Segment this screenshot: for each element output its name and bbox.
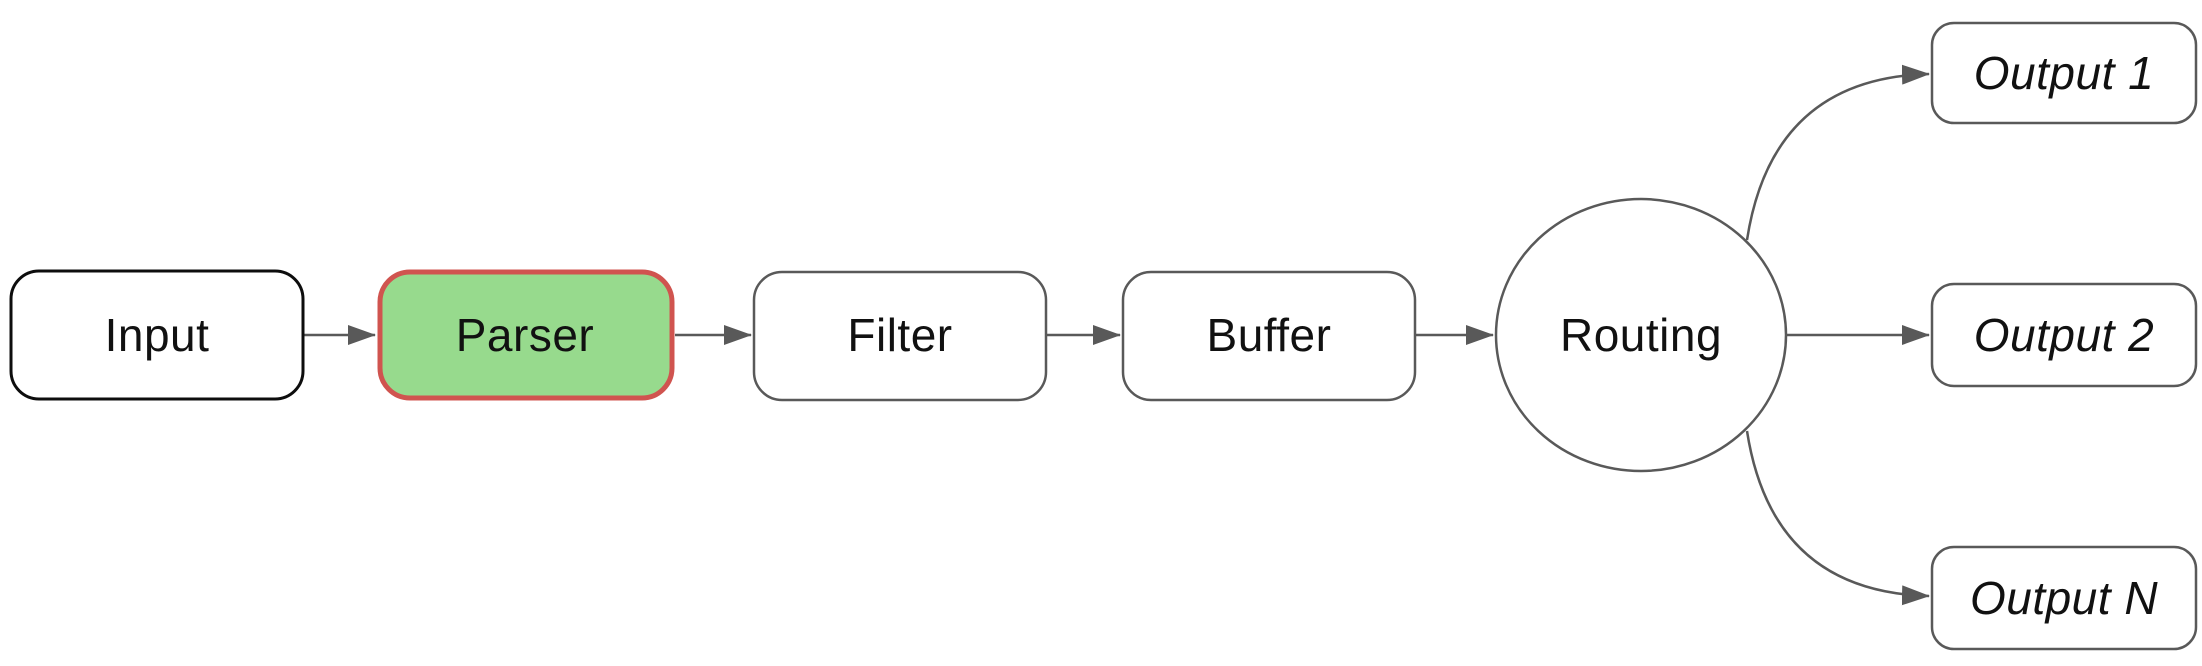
- node-filter: Filter: [752, 270, 1048, 402]
- filter-node-shape: [752, 270, 1048, 402]
- node-buffer: Buffer: [1121, 270, 1417, 402]
- outputN-node-shape: [1930, 545, 2198, 651]
- node-output-2: Output 2: [1930, 282, 2198, 388]
- input-node-shape: [9, 269, 305, 401]
- routing-node-shape: [1494, 197, 1788, 473]
- parser-node-shape: [377, 269, 675, 401]
- node-input: Input: [9, 269, 305, 401]
- filter-node-label: Filter: [847, 309, 952, 361]
- node-output-n: Output N: [1930, 545, 2198, 651]
- node-routing: Routing: [1494, 197, 1788, 473]
- parser-node-label: Parser: [456, 309, 594, 361]
- node-parser: Parser: [377, 269, 675, 401]
- output1-node-label: Output 1: [1974, 47, 2154, 99]
- buffer-node-shape: [1121, 270, 1417, 402]
- routing-node-label: Routing: [1560, 309, 1722, 361]
- output1-node-shape: [1930, 21, 2198, 125]
- edge-layer: [303, 64, 1930, 606]
- input-node-label: Input: [105, 309, 210, 361]
- node-output-1: Output 1: [1930, 21, 2198, 125]
- arrow-routing-to-outputN: [1745, 430, 1930, 606]
- output2-node-label: Output 2: [1974, 309, 2154, 361]
- output2-node-shape: [1930, 282, 2198, 388]
- buffer-node-label: Buffer: [1207, 309, 1332, 361]
- arrow-routing-to-output1: [1745, 64, 1930, 241]
- outputN-node-label: Output N: [1970, 572, 2158, 624]
